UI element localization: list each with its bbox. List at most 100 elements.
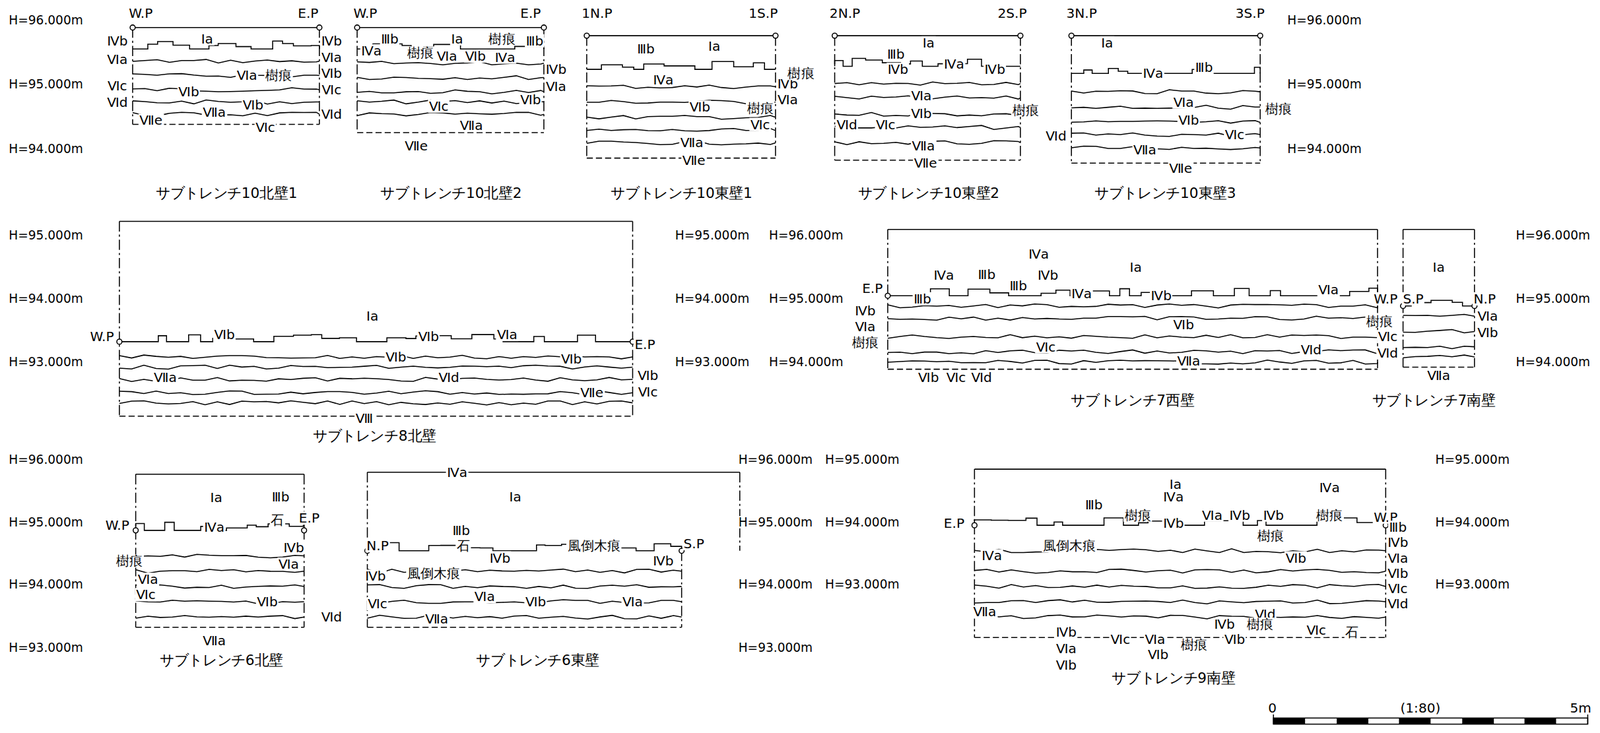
elevation-label: H=96.000m: [767, 229, 845, 243]
elevation-label: H=94.000m: [737, 578, 814, 592]
layer-label: Ⅵa: [910, 89, 933, 103]
datum-point: [885, 293, 891, 299]
layer-label: Ⅳb: [886, 62, 909, 76]
layer-label: Ⅰa: [1431, 260, 1446, 274]
layer-label: Ⅶe: [403, 139, 430, 153]
layer-label: Ⅵb: [1177, 113, 1200, 127]
layer-boundary: [135, 585, 305, 589]
layer-label: Ⅳa: [203, 520, 226, 534]
outline-top: [135, 473, 305, 476]
datum-point: [116, 339, 123, 345]
layer-label: Ⅳa: [446, 466, 469, 480]
elevation-label: H=96.000m: [1514, 229, 1592, 243]
excavation-bottom: [1403, 366, 1475, 369]
layer-label: Ⅳb: [1228, 508, 1251, 523]
datum-label: N.P: [365, 539, 391, 553]
layer-boundary: [974, 584, 1386, 589]
layer-boundary: [1403, 346, 1475, 350]
layer-boundary: [974, 549, 1386, 554]
datum-label: W.P: [89, 330, 115, 344]
datum-label: S.P: [1401, 292, 1425, 306]
layer-label: Ⅰa: [1168, 477, 1183, 492]
layer-label: Ⅵb: [464, 49, 487, 63]
datum-point: [1257, 33, 1263, 39]
elevation-label: H=93.000m: [673, 356, 751, 369]
layer-label: Ⅵb: [1284, 551, 1307, 566]
datum-label: 2S.P: [996, 6, 1028, 20]
layer-label: Ⅰa: [200, 32, 214, 46]
layer-label: Ⅶa: [152, 370, 178, 385]
layer-label: Ⅵb: [213, 328, 236, 342]
layer-label: Ⅲb: [1194, 60, 1214, 74]
layer-boundary: [974, 615, 1386, 620]
layer-label: 樹痕: [1246, 617, 1275, 632]
elevation-label: H=95.000m: [1514, 293, 1592, 306]
layer-label: Ⅶa: [1426, 368, 1452, 383]
layer-label: Ⅵb: [1172, 318, 1195, 332]
outline-side: [586, 35, 588, 159]
layer-boundary: [974, 569, 1386, 574]
datum-label: E.P: [519, 6, 542, 20]
layer-label: Ⅳb: [1036, 268, 1059, 282]
layer-boundary: [135, 615, 305, 620]
layer-label: Ⅲb: [885, 47, 906, 61]
datum-point: [832, 33, 838, 39]
layer-label: Ⅵc: [1034, 340, 1057, 354]
datum-label: E.P: [861, 281, 884, 296]
elevation-label: H=94.000m: [823, 516, 901, 529]
excavation-surface: [119, 333, 634, 342]
elevation-label: H=93.000m: [7, 356, 85, 369]
layer-label: Ⅵb: [241, 98, 265, 112]
layer-label: Ⅵa: [136, 572, 160, 587]
datum-label: 3S.P: [1234, 6, 1266, 20]
layer-label: Ⅵa: [1143, 633, 1167, 647]
layer-boundary: [119, 365, 634, 370]
excavation-bottom: [887, 368, 1378, 371]
layer-label: Ⅳb: [320, 34, 343, 48]
datum-point: [316, 25, 323, 31]
layer-label: Ⅳb: [1213, 617, 1236, 632]
outline-side: [1259, 35, 1261, 164]
layer-boundary: [1403, 355, 1475, 358]
section-title: サブトレンチ6東壁: [473, 653, 602, 670]
layer-boundary: [357, 112, 544, 116]
layer-label: Ⅵc: [320, 83, 343, 97]
layer-label: Ⅵc: [875, 118, 898, 132]
section-title: サブトレンチ10東壁2: [855, 186, 1002, 202]
layer-label: Ⅵa: [1317, 283, 1340, 297]
section-title: サブトレンチ10東壁1: [608, 186, 755, 202]
layer-label: Ⅶa: [201, 634, 228, 648]
datum-point: [301, 528, 307, 534]
layer-label: 樹痕: [1123, 508, 1152, 523]
elevation-label: H=95.000m: [1286, 78, 1364, 92]
elevation-label: H=95.000m: [823, 454, 901, 467]
layer-label: Ⅳa: [932, 268, 956, 282]
layer-label: Ⅵb: [177, 85, 200, 99]
outline-top: [586, 34, 776, 37]
layer-label: Ⅵa: [776, 93, 799, 107]
layer-boundary: [119, 390, 634, 395]
outline-side: [356, 27, 358, 133]
layer-label: Ⅳb: [282, 541, 305, 555]
layer-label: Ⅰa: [1100, 36, 1115, 50]
layer-label: Ⅶa: [458, 118, 484, 133]
datum-point: [971, 522, 977, 529]
layer-label: Ⅲb: [912, 292, 933, 306]
layer-label: Ⅰa: [706, 39, 721, 53]
layer-boundary: [887, 360, 1378, 365]
layer-label: Ⅶa: [424, 612, 450, 626]
outline-top: [887, 229, 1378, 231]
elevation-label: H=94.000m: [1514, 356, 1592, 369]
section-title: サブトレンチ7西壁: [1068, 393, 1197, 410]
layer-boundary: [357, 75, 544, 80]
layer-label: Ⅶe: [579, 386, 605, 400]
layer-label: 風倒木痕: [1041, 539, 1097, 553]
layer-boundary: [119, 377, 634, 382]
elevation-label: H=93.000m: [737, 641, 814, 655]
layer-label: Ⅵd: [320, 610, 343, 624]
layer-label: Ⅳa: [1141, 66, 1165, 80]
datum-label: S.P: [682, 537, 705, 551]
outline-side: [118, 221, 121, 416]
datum-label: W.P: [128, 6, 154, 20]
layer-label: 樹痕: [1179, 638, 1208, 652]
